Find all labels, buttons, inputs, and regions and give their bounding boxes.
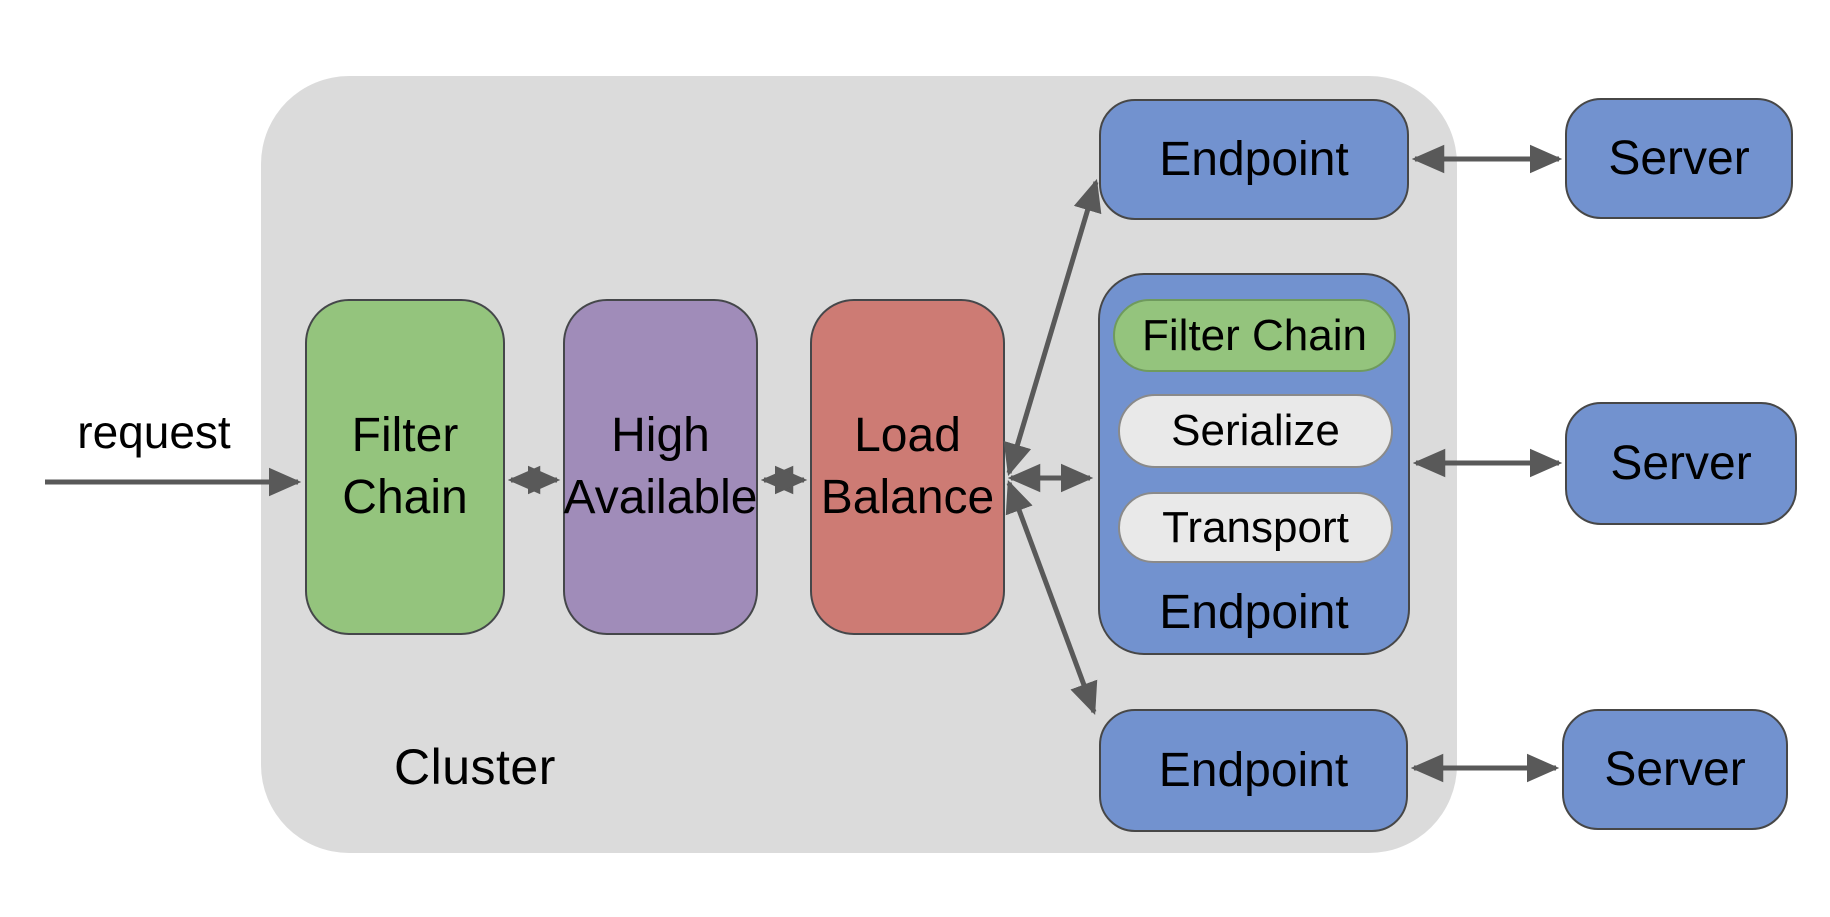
node-server-bottom-label: Server [1604, 743, 1746, 796]
node-endpoint-bottom-label: Endpoint [1158, 744, 1349, 797]
node-high-available-label: High Available [563, 408, 758, 524]
layer-filter-chain: Filter Chain [1113, 299, 1396, 372]
layer-transport-label: Transport [1162, 502, 1349, 552]
node-server-middle: Server [1565, 402, 1797, 525]
request-label: request [77, 406, 231, 458]
layer-transport: Transport [1118, 492, 1393, 563]
node-high-available: High Available [563, 299, 758, 635]
node-endpoint-middle: Filter Chain Serialize Transport Endpoin… [1098, 273, 1410, 655]
node-filter-chain: Filter Chain [305, 299, 505, 635]
node-server-top: Server [1565, 98, 1793, 219]
cluster-label: Cluster [394, 739, 556, 795]
node-load-balance: Load Balance [810, 299, 1005, 635]
layer-filter-chain-label: Filter Chain [1142, 310, 1367, 360]
node-server-top-label: Server [1608, 132, 1750, 185]
node-server-bottom: Server [1562, 709, 1788, 830]
layer-serialize-label: Serialize [1171, 406, 1340, 455]
node-load-balance-label: Load Balance [820, 408, 995, 524]
node-endpoint-top-label: Endpoint [1159, 133, 1349, 186]
node-endpoint-top: Endpoint [1099, 99, 1409, 220]
layer-serialize: Serialize [1118, 394, 1393, 468]
node-filter-chain-label: Filter Chain [342, 408, 468, 524]
node-server-middle-label: Server [1610, 437, 1752, 490]
node-endpoint-middle-label: Endpoint [1159, 585, 1349, 639]
node-endpoint-bottom: Endpoint [1099, 709, 1408, 832]
